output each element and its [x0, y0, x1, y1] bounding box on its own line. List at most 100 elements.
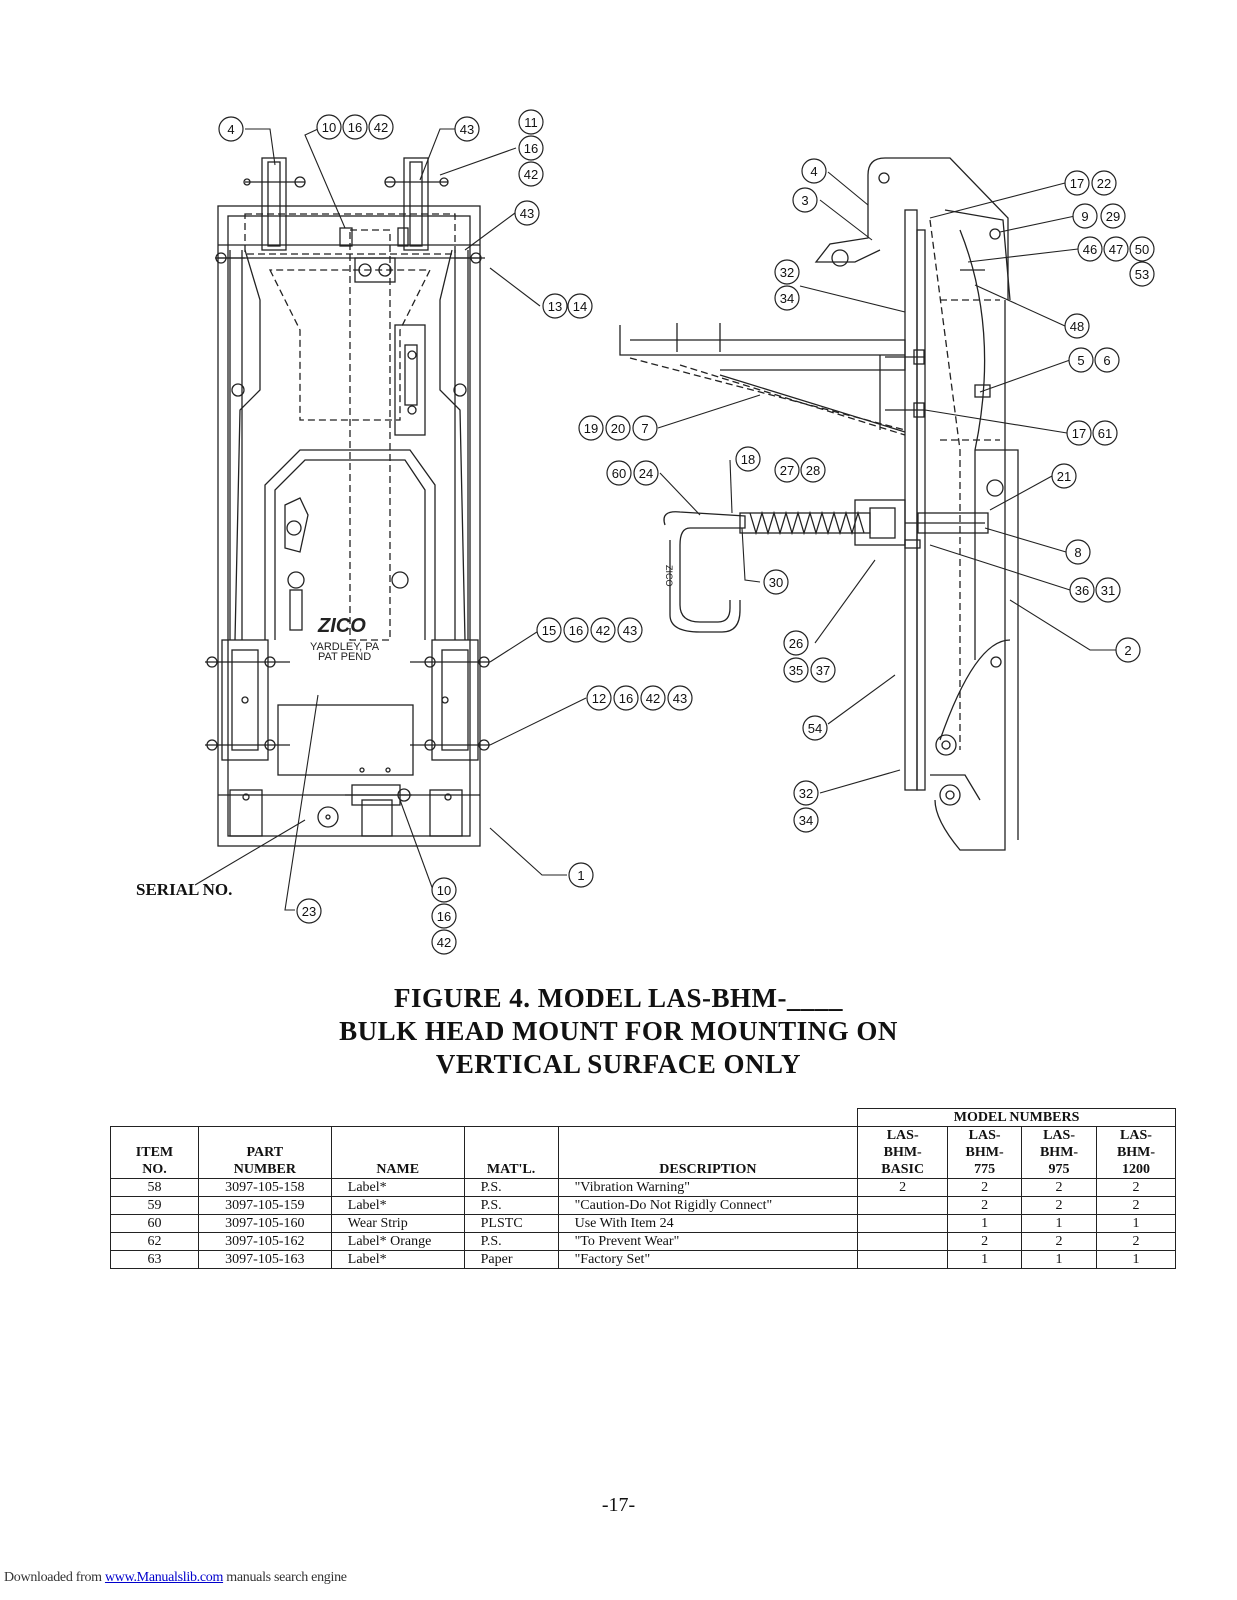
- cell-name: Wear Strip: [330, 1214, 465, 1233]
- callout-bubble: [801, 158, 827, 184]
- callout-bubble: [296, 898, 322, 924]
- callout-bubble: [1068, 347, 1094, 373]
- callout-number: 6: [1103, 353, 1110, 368]
- model-numbers-header: MODEL NUMBERS: [857, 1108, 1176, 1127]
- callout-number: 19: [584, 421, 598, 436]
- callout-bubble: [1064, 170, 1090, 196]
- callout-number: 43: [460, 122, 474, 137]
- cell-name: Label*: [330, 1196, 465, 1215]
- cell-part: 3097-105-159: [197, 1196, 332, 1215]
- callout-bubble: [617, 617, 643, 643]
- col-model-975: LAS-BHM-975: [1021, 1126, 1097, 1179]
- callout-bubble: [1051, 463, 1077, 489]
- callout-number: 36: [1075, 583, 1089, 598]
- callout-number: 15: [542, 623, 556, 638]
- callout-bubble: [810, 657, 836, 683]
- zico-logo: ZICO YARDLEY, PA PAT PEND: [310, 615, 380, 663]
- footer-prefix: Downloaded from: [4, 1570, 105, 1585]
- callout-number: 42: [374, 120, 388, 135]
- col-name: NAME: [330, 1126, 465, 1179]
- cell-matl: P.S.: [463, 1232, 559, 1251]
- plate-line-2: PAT PEND: [318, 651, 371, 663]
- callout-bubble: [1065, 539, 1091, 565]
- callout-number: 35: [789, 663, 803, 678]
- cell-item: 62: [110, 1232, 199, 1251]
- callout-number: 24: [639, 466, 653, 481]
- cell-m1200: 2: [1096, 1196, 1176, 1215]
- cell-description: "To Prevent Wear": [557, 1232, 859, 1251]
- callout-bubble: [1072, 203, 1098, 229]
- callout-number: 16: [348, 120, 362, 135]
- callout-number: 34: [780, 291, 794, 306]
- cell-name: Label*: [330, 1250, 465, 1269]
- callout-bubble: [1094, 347, 1120, 373]
- callout-number: 4: [810, 164, 817, 179]
- cell-basic: [857, 1250, 949, 1269]
- cell-m775: 2: [947, 1232, 1023, 1251]
- handle-logo-text: ZICO: [664, 565, 674, 587]
- callout-bubble: [218, 116, 244, 142]
- callout-number: 26: [789, 636, 803, 651]
- callout-number: 53: [1135, 267, 1149, 282]
- callout-number: 1: [577, 868, 584, 883]
- callout-number: 7: [641, 421, 648, 436]
- cell-m975: 2: [1021, 1178, 1097, 1197]
- callout-bubble: [518, 135, 544, 161]
- callout-number: 10: [437, 883, 451, 898]
- callout-bubble: [667, 685, 693, 711]
- callout-number: 43: [623, 623, 637, 638]
- callout-number: 27: [780, 463, 794, 478]
- callout-bubble: [1095, 577, 1121, 603]
- callout-bubble: [793, 807, 819, 833]
- callout-number: 14: [573, 299, 587, 314]
- callout-number: 23: [302, 904, 316, 919]
- callout-number: 43: [673, 691, 687, 706]
- callout-bubble: [633, 460, 659, 486]
- callout-bubble: [1103, 236, 1129, 262]
- cell-description: "Factory Set": [557, 1250, 859, 1269]
- callout-number: 4: [227, 122, 234, 137]
- callout-number: 16: [437, 909, 451, 924]
- cell-basic: [857, 1214, 949, 1233]
- cell-name: Label* Orange: [330, 1232, 465, 1251]
- callout-bubble: [514, 200, 540, 226]
- callout-number: 17: [1072, 426, 1086, 441]
- manualslib-link[interactable]: www.Manualslib.com: [104, 1570, 224, 1585]
- callout-number: 18: [741, 452, 755, 467]
- callout-number: 10: [322, 120, 336, 135]
- cell-name: Label*: [330, 1178, 465, 1197]
- col-model-775: LAS-BHM-775: [947, 1126, 1023, 1179]
- cell-item: 59: [110, 1196, 199, 1215]
- side-view: [619, 157, 1019, 851]
- callout-bubble: [567, 293, 593, 319]
- callout-bubble: [563, 617, 589, 643]
- cell-m775: 1: [947, 1250, 1023, 1269]
- callout-bubble: [613, 685, 639, 711]
- technical-drawing: ZICO YARDLEY, PA PAT PEND: [136, 109, 1155, 955]
- callout-bubble: [1066, 420, 1092, 446]
- cell-m1200: 1: [1096, 1250, 1176, 1269]
- footer-suffix: manuals search engine: [223, 1570, 347, 1585]
- callout-bubble: [454, 116, 480, 142]
- callout-number: 48: [1070, 319, 1084, 334]
- callout-number: 13: [548, 299, 562, 314]
- plate-line-1: YARDLEY, PA: [310, 641, 380, 653]
- callout-number: 50: [1135, 242, 1149, 257]
- cell-m975: 2: [1021, 1232, 1097, 1251]
- callout-bubble: [792, 187, 818, 213]
- callout-number: 17: [1070, 176, 1084, 191]
- callout-number: 32: [780, 265, 794, 280]
- cell-basic: [857, 1196, 949, 1215]
- cell-m1200: 1: [1096, 1214, 1176, 1233]
- callout-number: 22: [1097, 176, 1111, 191]
- front-view: [205, 157, 490, 847]
- callout-bubble: [518, 109, 544, 135]
- callout-number: 5: [1077, 353, 1084, 368]
- callout-bubble: [431, 877, 457, 903]
- col-description: DESCRIPTION: [557, 1126, 859, 1179]
- callout-number: 16: [569, 623, 583, 638]
